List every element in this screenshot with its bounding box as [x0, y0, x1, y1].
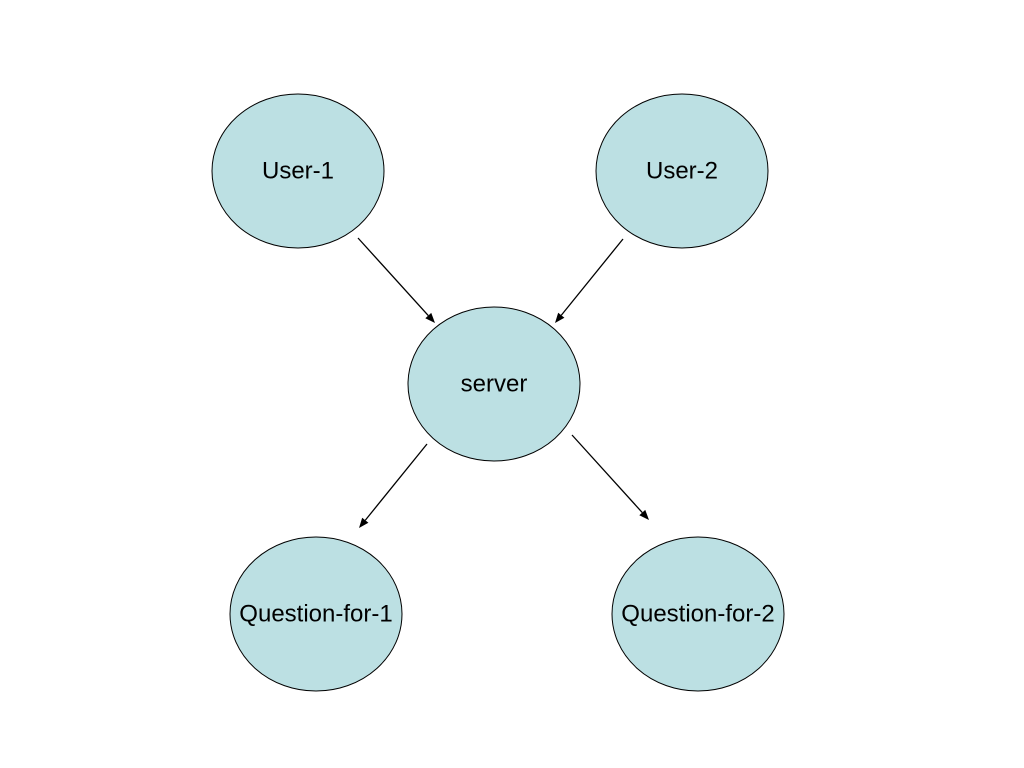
edge-line [560, 238, 624, 316]
node-user1-label: User-1 [262, 158, 334, 185]
node-user2-shape [595, 93, 769, 249]
arrowhead-icon [639, 509, 649, 520]
node-user2-label: User-2 [646, 158, 718, 185]
node-q2-label: Question-for-2 [621, 601, 774, 628]
arrowhead-icon [425, 312, 435, 323]
edge-line [571, 434, 643, 514]
edge-user2-to-server [555, 238, 624, 323]
node-q2: Question-for-2 [611, 536, 785, 692]
node-user1-shape [211, 93, 385, 249]
edge-server-to-q1 [359, 443, 428, 528]
node-user1: User-1 [211, 93, 385, 249]
edge-user1-to-server [357, 237, 435, 323]
edge-server-to-q2 [571, 434, 649, 520]
node-server: server [407, 306, 581, 462]
node-server-shape [407, 306, 581, 462]
edge-line [364, 443, 428, 521]
arrowhead-icon [555, 312, 565, 323]
node-q1-shape [229, 536, 403, 692]
node-q1: Question-for-1 [229, 536, 403, 692]
node-q1-label: Question-for-1 [239, 601, 392, 628]
node-user2: User-2 [595, 93, 769, 249]
edge-line [357, 237, 429, 317]
node-q2-shape [611, 536, 785, 692]
arrowhead-icon [359, 517, 369, 528]
edges [357, 237, 649, 528]
node-server-label: server [461, 371, 528, 398]
